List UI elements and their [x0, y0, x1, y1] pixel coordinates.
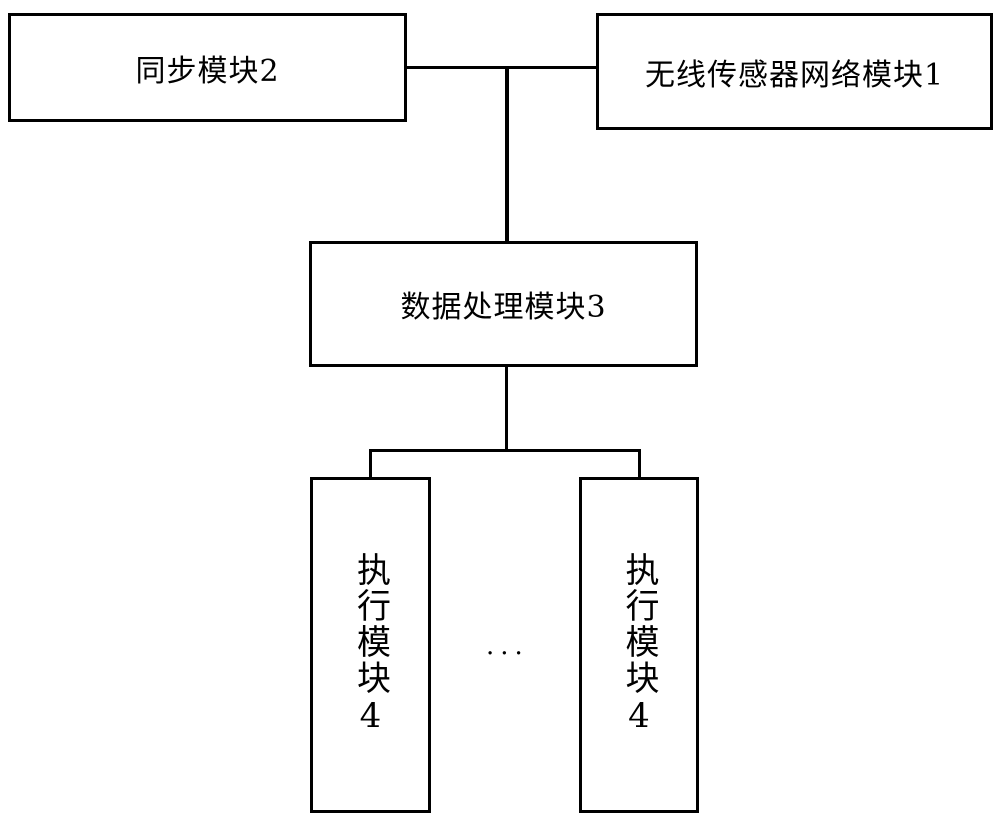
execution-module-label-right: 执行模块4 — [619, 552, 659, 738]
execution-module-label-left: 执行模块4 — [350, 552, 391, 738]
connector-branch-left — [369, 449, 372, 480]
execution-module-box-left: 执行模块4 — [310, 477, 431, 813]
wsn-module-box: 无线传感器网络模块1 — [596, 13, 993, 130]
connector-branch-horizontal — [369, 449, 641, 452]
ellipsis: ··· — [486, 639, 529, 669]
execution-module-box-right: 执行模块4 — [579, 477, 699, 813]
sync-module-label: 同步模块2 — [135, 53, 280, 89]
connector-branch-right — [638, 449, 641, 480]
sync-module-box: 同步模块2 — [8, 13, 407, 122]
data-processing-module-box: 数据处理模块3 — [309, 241, 698, 367]
connector-processing-down — [505, 365, 508, 451]
connector-bus-to-processing — [505, 66, 509, 244]
wsn-module-label: 无线传感器网络模块1 — [644, 57, 945, 93]
data-processing-module-label: 数据处理模块3 — [400, 290, 607, 325]
connector-bus-to-wsn — [505, 66, 598, 69]
connector-sync-to-bus — [405, 66, 505, 69]
